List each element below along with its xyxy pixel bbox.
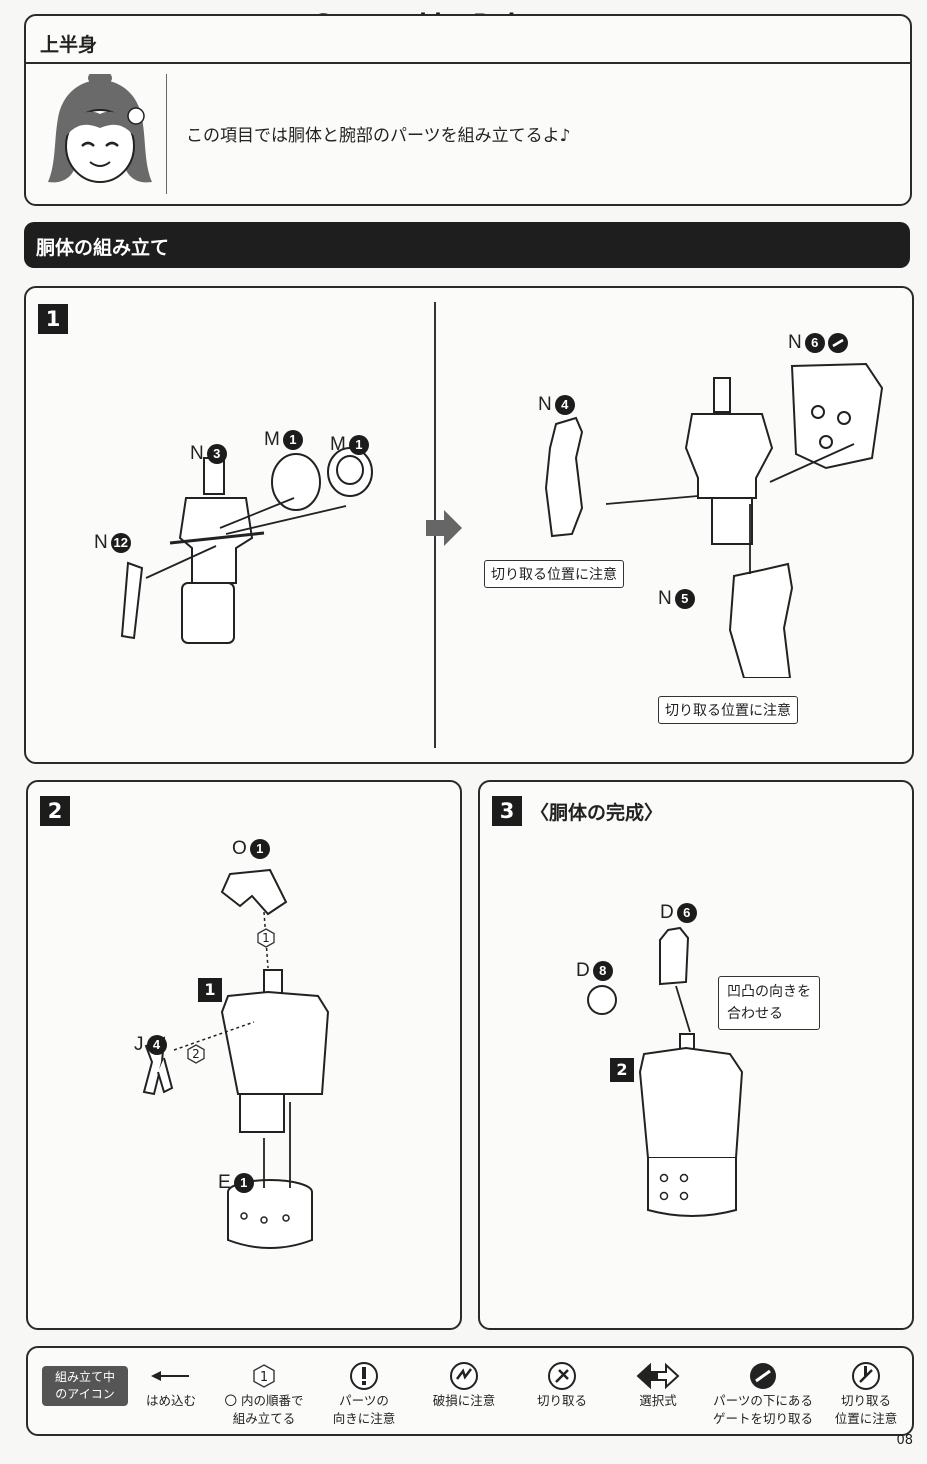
intro-text: この項目では胴体と腕部のパーツを組み立てるよ♪ [186, 126, 571, 146]
next-arrow-icon [426, 510, 462, 546]
legend-item-choice: 選択式 [620, 1360, 696, 1410]
avatar-divider [166, 74, 167, 194]
legend-item-gate-cut: パーツの下にある ゲートを切り取る [704, 1360, 822, 1428]
title-divider [26, 62, 910, 64]
cut-position-icon [852, 1362, 880, 1390]
hexagon-number-icon: 1 [253, 1364, 275, 1388]
legend-item-damage: 破損に注意 [424, 1360, 504, 1410]
page-title: 上半身 [40, 34, 98, 56]
align-direction-callout: 凹凸の向きを 合わせる [718, 976, 820, 1030]
section-title: 胴体の組み立て [36, 237, 170, 259]
step-1-right-drawing [544, 362, 884, 678]
order-hexagon-2-icon: 2 [186, 1044, 206, 1064]
step-3-title: 〈胴体の完成〉 [530, 802, 664, 824]
cut-position-callout-a: 切り取る位置に注意 [484, 560, 624, 588]
legend-title: 組み立て中 のアイコン [42, 1366, 128, 1406]
cut-icon [548, 1362, 576, 1390]
legend-item-order: 1 〇 内の順番で 組み立てる [216, 1360, 312, 1428]
mascot-avatar [48, 74, 152, 183]
cut-position-callout-b: 切り取る位置に注意 [658, 696, 798, 724]
step-3-number: 3 [492, 796, 522, 826]
step-2-subassembly-ref: 1 [198, 978, 222, 1002]
arrow-left-icon [151, 1371, 189, 1381]
gate-cut-icon [827, 333, 848, 353]
exclamation-icon [350, 1362, 378, 1390]
section-header: 胴体の組み立て [24, 222, 910, 268]
svg-text:1: 1 [260, 1370, 268, 1385]
step-1-number: 1 [38, 304, 68, 334]
step-3-subassembly-ref: 2 [610, 1058, 634, 1082]
order-hexagon-1-icon: 1 [256, 928, 276, 948]
step-3-drawing [587, 926, 744, 1217]
intro-panel: 上半身 この項目では胴体と腕部のパーツを組み立てるよ♪ [24, 14, 912, 206]
step-2-number: 2 [40, 796, 70, 826]
legend-item-cut: 切り取る [524, 1360, 600, 1410]
step-1-left-drawing [120, 447, 373, 644]
legend-item-cut-position: 切り取る 位置に注意 [828, 1360, 904, 1428]
gate-cut-icon [750, 1363, 776, 1389]
legend-item-direction: パーツの 向きに注意 [324, 1360, 404, 1428]
damage-icon [450, 1362, 478, 1390]
icon-legend: 組み立て中 のアイコン はめ込む 1 〇 内の順番で 組み立てる パーツの 向き… [26, 1346, 914, 1436]
step-2-drawing [142, 868, 330, 1249]
legend-item-insert: はめ込む [136, 1360, 206, 1410]
page-number: 08 [896, 1433, 913, 1448]
choice-arrows-icon [636, 1362, 680, 1390]
